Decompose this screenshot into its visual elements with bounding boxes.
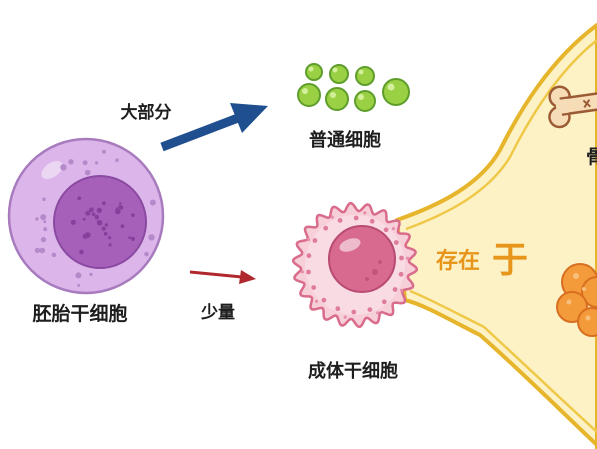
cell-dot [101, 226, 106, 231]
cell-dot [103, 231, 108, 236]
cell-dot [306, 269, 311, 275]
cell-dot [381, 299, 387, 305]
cell-dot [131, 213, 135, 218]
cell-dot [89, 207, 94, 213]
cell-dot [60, 164, 67, 171]
cell-dot [77, 283, 81, 287]
cell-dot [363, 211, 367, 215]
adult-cytoplasm-dots [300, 211, 410, 319]
cell-dot [330, 215, 334, 219]
cell-dot [104, 223, 109, 227]
cell-dot [75, 272, 82, 279]
exist-in-label-part1: 存在 [436, 248, 480, 273]
cell-dot [321, 297, 327, 303]
cell-dot [300, 270, 304, 274]
majority-label: 大部分 [121, 102, 172, 122]
cell-dot [314, 299, 319, 303]
cell-dot [82, 217, 86, 221]
cell-dot [144, 251, 149, 257]
cell-dot [393, 240, 399, 245]
cell-dot [96, 207, 103, 214]
embryonic-stem-cell [7, 137, 165, 295]
cell-dot [115, 208, 121, 215]
cell-dot [306, 253, 312, 259]
cell-dot [40, 214, 47, 221]
cell-dot [70, 219, 76, 225]
cell-dot [77, 196, 82, 201]
cell-dot [96, 220, 101, 224]
embryonic-stem-cell-label: 胚胎干细胞 [31, 302, 127, 325]
adult-stem-cell-label: 成体干细胞 [308, 360, 398, 381]
ordinary-cells-label: 普通细胞 [309, 129, 381, 150]
ordinary-cells [297, 63, 410, 112]
cell-dot [115, 207, 119, 210]
cell-dot [383, 227, 389, 233]
cell-dot [149, 199, 156, 206]
cell-dot [120, 224, 125, 229]
cell-dot [35, 217, 39, 221]
cell-dot [399, 255, 404, 261]
cell-dot [311, 285, 317, 290]
cell-dot [323, 225, 329, 231]
niche-inner-line-bottom [409, 289, 597, 433]
cell-dot [399, 288, 404, 292]
cell-dot [91, 212, 96, 216]
cell-dot [42, 197, 46, 201]
cell-dot [82, 160, 88, 166]
cell-dot [102, 201, 106, 206]
bone-icon [548, 85, 597, 129]
embryonic-cytoplasm-dots [34, 149, 156, 287]
cell-dot [353, 215, 359, 221]
niche-inner-line-top [405, 39, 597, 231]
cell-dot [68, 159, 74, 165]
cell-dot [79, 249, 84, 255]
cell-dot [51, 252, 57, 258]
cell-dot [406, 256, 410, 260]
small-amount-label: 少量 [200, 302, 235, 322]
cell-dot [391, 227, 396, 231]
majority-arrow [160, 103, 268, 152]
cell-dot [34, 247, 41, 254]
cell-dot [367, 307, 373, 312]
cell-dot [130, 236, 135, 241]
cell-dot [148, 234, 155, 241]
small-amount-arrow [189, 270, 256, 284]
tissue-niche [395, 23, 597, 449]
cell-dot [84, 169, 91, 176]
cell-dot [392, 287, 398, 292]
cell-dot [39, 247, 46, 254]
cell-dot [85, 232, 91, 238]
exist-in-label-part2: 于 [492, 239, 528, 280]
cell-dot [337, 218, 343, 223]
cell-dot [398, 271, 404, 277]
cell-dot [306, 238, 311, 242]
cell-dot [85, 210, 91, 216]
cell-dot [89, 272, 93, 277]
cell-dot [108, 243, 112, 247]
cell-dot [101, 149, 106, 154]
cell-dot [119, 205, 124, 210]
cell-dot [128, 236, 131, 239]
cell-dot [119, 202, 122, 205]
cell-dot [312, 238, 318, 243]
cell-dot [43, 227, 48, 232]
cell-dot [369, 218, 375, 224]
fat-tissue-icon [556, 263, 597, 337]
cell-dot [376, 311, 380, 315]
cell-dot [95, 161, 99, 165]
cell-dot [40, 236, 47, 243]
cell-dot [351, 309, 357, 315]
embryonic-nucleus-dots [70, 196, 135, 255]
cell-dot [108, 236, 112, 240]
bone-label: 骨 [586, 146, 597, 168]
cell-dot [335, 306, 341, 312]
cell-dot [115, 158, 119, 162]
cell-dot [94, 214, 100, 220]
niche-body [395, 23, 597, 449]
adult-stem-cell [292, 202, 418, 328]
cell-dot [43, 220, 47, 224]
cell-dot [343, 315, 347, 319]
